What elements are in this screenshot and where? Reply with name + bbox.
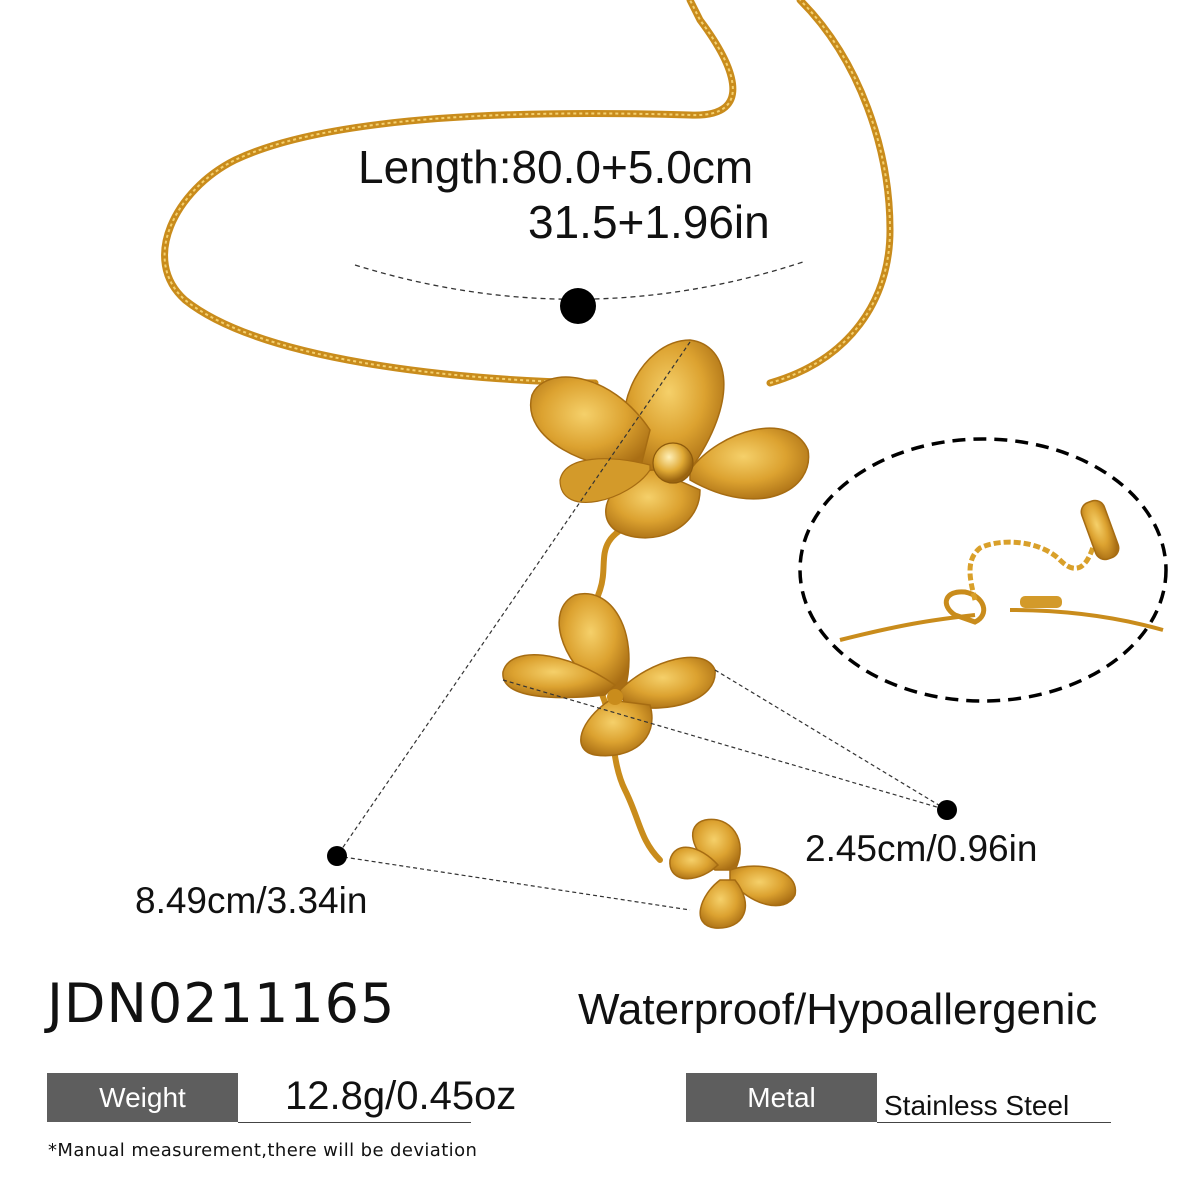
weight-label: Weight xyxy=(47,1073,238,1122)
pendant-length-line xyxy=(336,341,691,857)
measurement-note: *Manual measurement,there will be deviat… xyxy=(48,1140,478,1161)
dimension-dot-icon xyxy=(937,800,957,820)
flower-width-label: 2.45cm/0.96in xyxy=(805,828,1038,869)
metal-label: Metal xyxy=(686,1073,877,1122)
dimension-dot-icon xyxy=(327,846,347,866)
weight-underline xyxy=(238,1122,471,1123)
measurement-dot-icon xyxy=(560,288,596,324)
length-metric: Length:80.0+5.0cm xyxy=(358,141,754,193)
small-flower xyxy=(669,818,796,929)
pendant-length-label: 8.49cm/3.34in xyxy=(135,880,368,921)
flower-width-line xyxy=(502,679,948,811)
necklace-chain-right xyxy=(766,0,894,387)
product-features: Waterproof/Hypoallergenic xyxy=(578,985,1098,1034)
medium-flower xyxy=(502,592,716,757)
large-flower xyxy=(529,339,810,539)
product-sku: JDN0211165 xyxy=(47,972,396,1035)
metal-value: Stainless Steel xyxy=(884,1090,1070,1121)
weight-value: 12.8g/0.45oz xyxy=(285,1074,517,1118)
metal-underline xyxy=(877,1122,1111,1123)
length-imperial: 31.5+1.96in xyxy=(528,196,770,248)
clasp-detail-image xyxy=(798,437,1168,703)
